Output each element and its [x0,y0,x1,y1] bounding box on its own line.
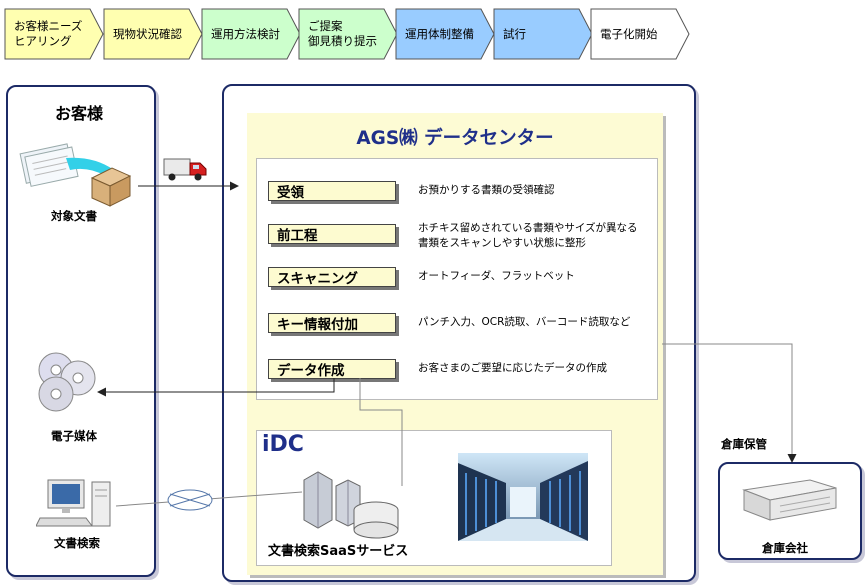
warehouse-building-icon [742,479,837,521]
flow-step: 電子化開始 [590,8,690,60]
media-label: 電子媒体 [51,429,97,443]
flow-step: 運用方法検討 [201,8,301,60]
process-description: お預かりする書類の受領確認 [418,184,555,196]
flow-step-label: お客様ニーズ ヒアリング [14,19,83,48]
process-step: キー情報付加 [268,313,396,333]
datacenter-title: AGS㈱ データセンター [356,128,554,149]
saas-service-label: 文書検索SaaSサービス [268,544,409,559]
warehouse-company-label: 倉庫会社 [762,541,808,555]
cd-media-icon [38,352,96,412]
flow-step-label: 試行 [503,26,526,41]
process-description: オートフィーダ、フラットベット [418,270,575,282]
flow-step: ご提案 御見積り提示 [298,8,398,60]
warehouse-storage-label: 倉庫保管 [721,437,767,451]
process-step: 受領 [268,181,396,201]
process-step: データ作成 [268,359,396,379]
customer-title: お客様 [54,104,103,123]
process-description: ホチキス留めされている書類やサイズが異なる 書類をスキャンしやすい状態に整形 [418,222,638,249]
datacenter-photo [458,453,588,541]
computer-icon [36,479,111,527]
documents-icon [19,143,132,207]
process-step: スキャニング [268,267,396,287]
arrow-center-to-warehouse [662,343,797,463]
documents-label: 対象文書 [51,209,97,223]
server-icon [303,471,399,539]
arrow-data-to-media [97,378,335,397]
flow-step: 運用体制整備 [395,8,495,60]
flow-step-label: ご提案 御見積り提示 [308,19,377,48]
flow-step-label: 運用体制整備 [405,26,474,41]
flow-step: お客様ニーズ ヒアリング [4,8,104,60]
flow-step-label: 電子化開始 [600,26,658,41]
flow-step-label: 運用方法検討 [211,26,280,41]
idc-title: iDC [262,432,304,457]
process-description: パンチ入力、OCR読取、バーコード読取など [418,316,631,328]
flow-step: 試行 [493,8,593,60]
truck-icon [163,158,207,181]
line-data-to-idc [359,378,403,486]
search-label: 文書検索 [54,536,100,550]
process-step: 前工程 [268,224,396,244]
flow-step: 現物状況確認 [103,8,203,60]
process-description: お客さまのご要望に応じたデータの作成 [418,362,607,374]
flow-step-label: 現物状況確認 [113,26,182,41]
